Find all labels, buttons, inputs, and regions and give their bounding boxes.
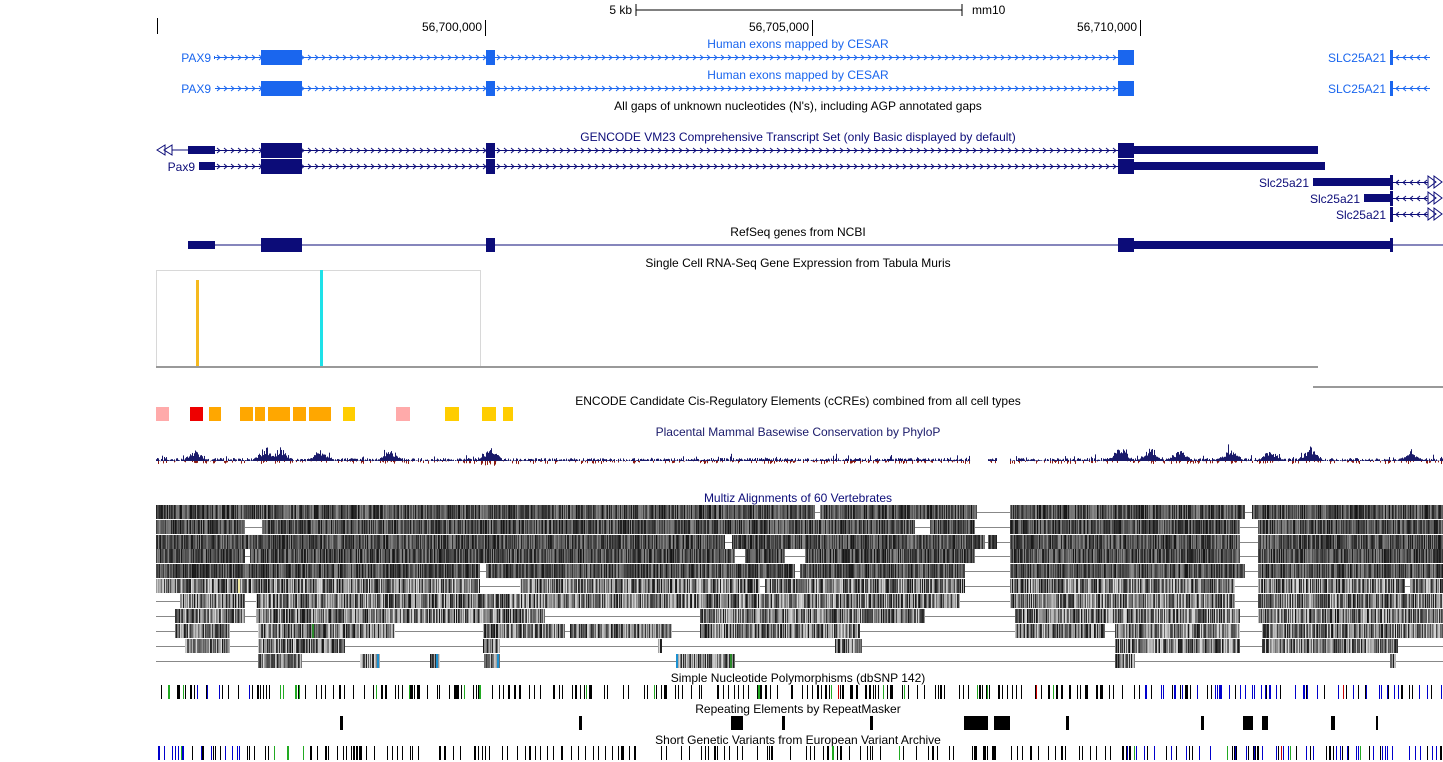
gap-track[interactable]: All gaps of unknown nucleotides (N's), i… xyxy=(614,99,982,113)
tabula-muris-track[interactable]: Single Cell RNA-Seq Gene Expression from… xyxy=(156,256,1443,388)
track-title: RefSeq genes from NCBI xyxy=(730,225,865,239)
gencode-track[interactable]: GENCODE VM23 Comprehensive Transcript Se… xyxy=(156,130,1443,222)
track-title: Short Genetic Variants from European Var… xyxy=(655,733,941,747)
track-title: All gaps of unknown nucleotides (N's), i… xyxy=(614,99,982,113)
cesar-track[interactable]: Human exons mapped by CESAR PAX9 SLC25A2… xyxy=(181,37,1430,65)
gene-label-slc25a21[interactable]: SLC25A21 xyxy=(1328,51,1386,65)
cesar-track[interactable]: Human exons mapped by CESAR PAX9 SLC25A2… xyxy=(181,68,1430,96)
gene-label-slc25a21[interactable]: Slc25a21 xyxy=(1336,208,1386,222)
track-title: Single Cell RNA-Seq Gene Expression from… xyxy=(645,256,950,270)
eva-track[interactable]: Short Genetic Variants from European Var… xyxy=(158,733,1442,760)
gene-label-slc25a21[interactable]: SLC25A21 xyxy=(1328,82,1386,96)
track-title: GENCODE VM23 Comprehensive Transcript Se… xyxy=(580,130,1016,144)
phylop-track[interactable]: Placental Mammal Basewise Conservation b… xyxy=(156,425,1443,466)
track-title: Human exons mapped by CESAR xyxy=(707,68,889,82)
track-title: Human exons mapped by CESAR xyxy=(707,37,889,51)
gene-label-pax9[interactable]: PAX9 xyxy=(181,82,211,96)
track-title: Placental Mammal Basewise Conservation b… xyxy=(656,425,941,439)
repeatmasker-track[interactable]: Repeating Elements by RepeatMasker xyxy=(340,702,1378,730)
track-title: Simple Nucleotide Polymorphisms (dbSNP 1… xyxy=(671,671,926,685)
snp-track[interactable]: Simple Nucleotide Polymorphisms (dbSNP 1… xyxy=(161,671,1442,699)
scale-bar: 5 kb mm10 xyxy=(609,3,1005,17)
ccre-track[interactable]: ENCODE Candidate Cis-Regulatory Elements… xyxy=(156,394,1021,421)
position-ruler[interactable]: 5 kb mm10 56,700,000 56,705,000 56,710,0… xyxy=(157,3,1141,36)
track-title: ENCODE Candidate Cis-Regulatory Elements… xyxy=(575,394,1021,408)
gene-label-pax9[interactable]: Pax9 xyxy=(168,160,196,174)
track-title: Repeating Elements by RepeatMasker xyxy=(695,702,900,716)
assembly-label: mm10 xyxy=(972,3,1006,17)
refseq-track[interactable]: RefSeq genes from NCBI xyxy=(188,225,1443,252)
ruler-position: 56,710,000 xyxy=(1077,20,1137,34)
scale-label: 5 kb xyxy=(609,3,632,17)
gene-label-pax9[interactable]: PAX9 xyxy=(181,51,211,65)
ruler-position: 56,705,000 xyxy=(749,20,809,34)
gene-label-slc25a21[interactable]: Slc25a21 xyxy=(1310,192,1360,206)
ruler-position: 56,700,000 xyxy=(422,20,482,34)
track-title: Multiz Alignments of 60 Vertebrates xyxy=(704,491,892,505)
multiz-track[interactable]: Multiz Alignments of 60 Vertebrates xyxy=(156,491,1443,668)
gene-label-slc25a21[interactable]: Slc25a21 xyxy=(1259,176,1309,190)
